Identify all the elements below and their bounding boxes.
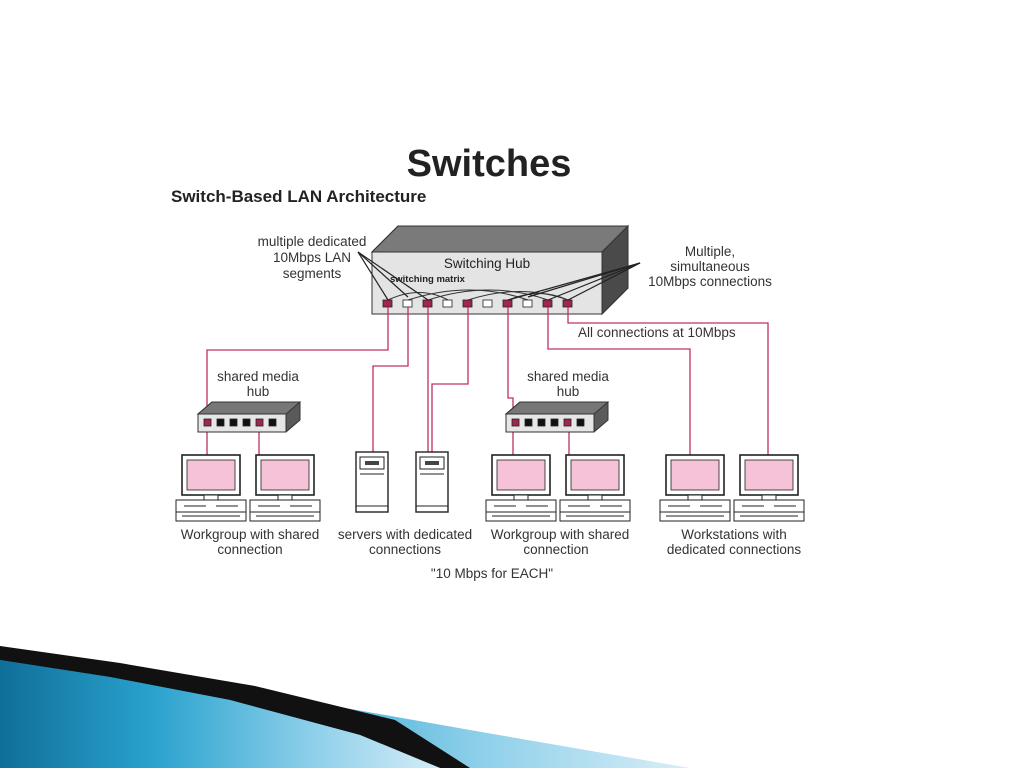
caption2-note: "10 Mbps for EACH" [431,566,553,581]
workstation-3 [485,454,557,522]
shared-hub-1 [196,401,302,433]
workstation-1 [175,454,247,522]
server-2 [415,451,449,513]
caption1-line2: connection [217,542,282,557]
callout-left-line1: multiple dedicated [258,234,367,249]
server-1 [355,451,389,513]
caption4-line1: Workstations with [681,527,787,542]
hub1-label-line1: shared media [217,369,299,384]
callout-right-line3: 10Mbps connections [648,274,772,289]
switching-matrix-label: switching matrix [390,274,466,285]
callout-right-pointers [507,262,641,301]
diagram-subtitle: Switch-Based LAN Architecture [171,187,426,206]
switching-hub-label: Switching Hub [444,256,530,271]
callout-left-line2: 10Mbps LAN [273,250,351,265]
footer-swoosh [0,646,690,768]
callout-left-line3: segments [283,266,342,281]
callout-right-line1: Multiple, [685,244,735,259]
connections-note: All connections at 10Mbps [578,325,736,340]
caption3-line2: connection [523,542,588,557]
caption4-line2: dedicated connections [667,542,802,557]
caption3-line1: Workgroup with shared [491,527,630,542]
hub2-label-line2: hub [557,384,580,399]
callout-right-line2: simultaneous [670,259,750,274]
hub1-label-line2: hub [247,384,270,399]
caption1-line1: Workgroup with shared [181,527,320,542]
workstation-6 [733,454,805,522]
workstation-4 [559,454,631,522]
slide-title: Switches [407,143,572,185]
callout-left-pointers [357,251,429,301]
workstation-2 [249,454,321,522]
caption2-line1: servers with dedicated [338,527,472,542]
caption2-line2: connections [369,542,441,557]
workstation-5 [659,454,731,522]
hub2-label-line1: shared media [527,369,609,384]
shared-hub-2 [504,401,610,433]
